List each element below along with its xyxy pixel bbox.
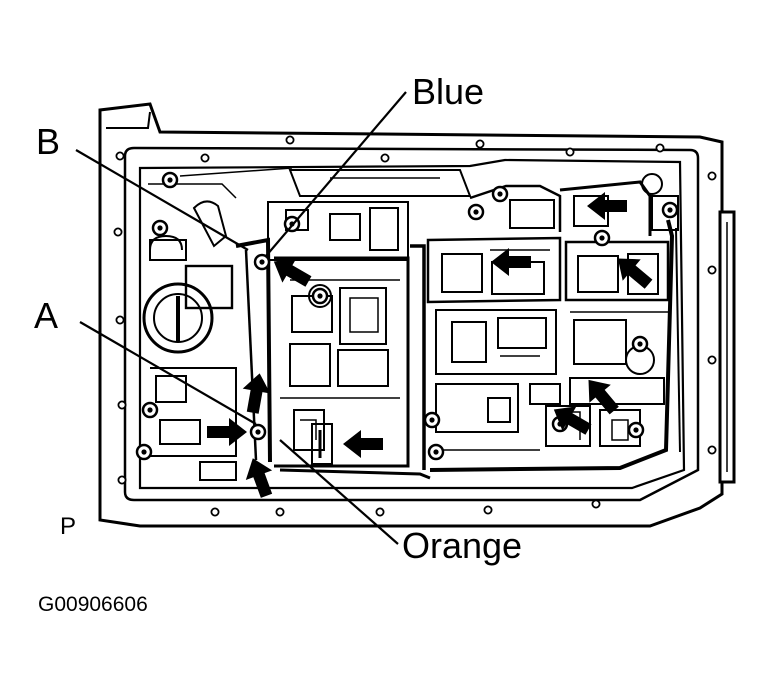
callout-b: B <box>36 121 61 162</box>
figure-code: G00906606 <box>38 593 148 616</box>
leader-a <box>79 321 257 425</box>
callout-blue: Blue <box>412 71 485 112</box>
leader-b <box>75 149 249 251</box>
leader-lines <box>75 91 407 545</box>
callout-p: P <box>60 513 77 540</box>
callout-a: A <box>34 295 59 336</box>
leader-orange <box>279 439 399 545</box>
leader-blue <box>265 91 407 257</box>
callout-orange: Orange <box>402 525 523 566</box>
pan-flange <box>123 146 700 502</box>
